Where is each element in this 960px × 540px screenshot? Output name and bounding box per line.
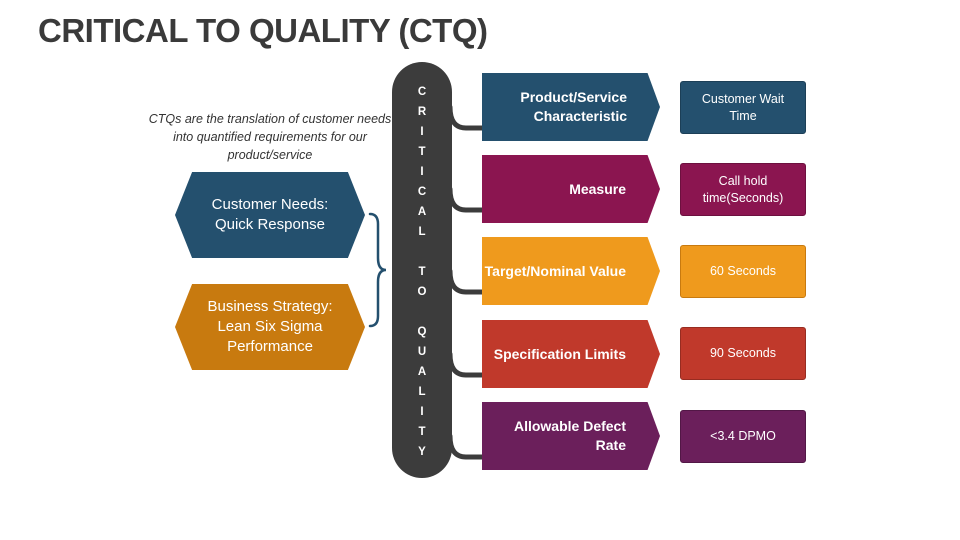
vertical-letter: L (418, 386, 426, 398)
vertical-letter: T (418, 426, 426, 438)
business-strategy-hexagon: Business Strategy: Lean Six Sigma Perfor… (175, 284, 365, 370)
vertical-letter: R (417, 106, 427, 118)
vertical-letter: C (417, 86, 427, 98)
vertical-letter: O (417, 286, 427, 298)
measure-arrow: Measure (482, 155, 660, 223)
allowable-defect-rate-arrow: Allowable Defect Rate (482, 402, 660, 470)
hook-connector-3 (447, 351, 484, 378)
hook-connector-1 (447, 186, 484, 213)
vertical-letter: I (420, 166, 424, 178)
vertical-letter: C (417, 186, 427, 198)
vertical-letter: A (417, 206, 427, 218)
specification-limit-box: 90 Seconds (680, 327, 806, 380)
curly-brace-connector (368, 212, 387, 328)
vertical-letter: L (418, 226, 426, 238)
vertical-letter: T (418, 266, 426, 278)
vertical-letter: T (418, 146, 426, 158)
hook-connector-0 (447, 104, 484, 131)
critical-to-quality-bar (392, 62, 452, 478)
hook-connector-4 (447, 433, 484, 460)
product-service-characteristic-arrow: Product/Service Characteristic (482, 73, 660, 141)
call-hold-time-box: Call hold time(Seconds) (680, 163, 806, 216)
customer-wait-time-box: Customer Wait Time (680, 81, 806, 134)
vertical-letter: U (417, 346, 427, 358)
hook-connectors (447, 104, 484, 460)
page-title: CRITICAL TO QUALITY (CTQ) (38, 12, 488, 49)
vertical-letter: Q (417, 326, 427, 338)
target-value-box: 60 Seconds (680, 245, 806, 298)
ctq-description: CTQs are the translation of customer nee… (148, 112, 392, 162)
defect-rate-box: <3.4 DPMO (680, 410, 806, 463)
vertical-letter: Y (418, 446, 426, 458)
vertical-letter: I (420, 406, 424, 418)
hook-connector-2 (447, 268, 484, 295)
customer-needs-hexagon: Customer Needs: Quick Response (175, 172, 365, 258)
vertical-letter: A (417, 366, 427, 378)
vertical-letter: I (420, 126, 424, 138)
target-nominal-value-arrow: Target/Nominal Value (482, 237, 660, 305)
specification-limits-arrow: Specification Limits (482, 320, 660, 388)
